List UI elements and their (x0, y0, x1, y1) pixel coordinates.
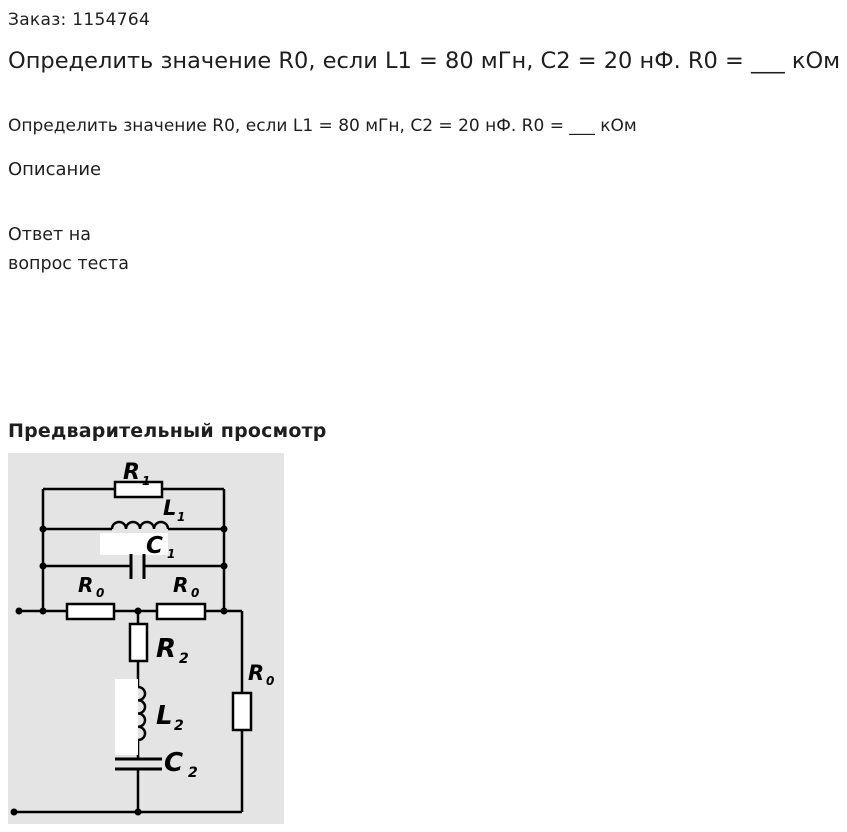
label-r0-left-sub: 0 (96, 586, 104, 600)
label-l1-sub: 1 (177, 510, 185, 524)
highlight-patch (100, 533, 168, 555)
page-title: Определить значение R0, если L1 = 80 мГн… (8, 48, 841, 74)
label-r2-sub: 2 (179, 651, 189, 667)
circuit-wires (14, 487, 244, 814)
label-l1: L (163, 496, 176, 520)
label-l2: L (156, 701, 173, 731)
label-r2: R (156, 634, 176, 664)
label-l2-sub: 2 (174, 718, 184, 734)
resistor-r0-right (155, 602, 207, 621)
label-c1-sub: 1 (167, 547, 175, 561)
label-c2-sub: 2 (188, 765, 198, 781)
preview-heading: Предварительный просмотр (8, 420, 327, 442)
label-r0-left: R (78, 573, 93, 597)
circuit-diagram: R 1 L 1 C 1 R 0 R 0 R 2 R 0 L 2 C 2 (10, 460, 274, 816)
resistor-r0-vertical (231, 691, 253, 732)
junction-dots (10, 525, 228, 816)
highlight-patch (115, 679, 138, 755)
order-number: Заказ: 1154764 (8, 10, 151, 30)
label-c2: C (164, 748, 183, 778)
label-r0-right: R (173, 573, 188, 597)
capacitor-c1 (129, 554, 146, 579)
answer-text: Ответ на вопрос теста (8, 225, 129, 274)
label-r0-right-sub: 0 (191, 586, 199, 600)
resistor-r0-left (65, 602, 116, 621)
circuit-preview-image: R 1 L 1 C 1 R 0 R 0 R 2 R 0 L 2 C 2 (8, 453, 284, 824)
label-r0-vertical-sub: 0 (266, 674, 274, 688)
capacitor-c2 (115, 757, 162, 771)
resistor-r2 (128, 622, 149, 663)
label-r0-vertical: R (248, 661, 264, 685)
description-label: Описание (8, 159, 102, 180)
inductor-l2 (137, 685, 147, 742)
label-r1-sub: 1 (142, 474, 150, 488)
question-text: Определить значение R0, если L1 = 80 мГн… (8, 116, 637, 136)
resistor-r1 (113, 480, 164, 499)
label-r1: R (123, 460, 140, 485)
label-c1: C (146, 533, 163, 559)
inductor-l1 (110, 520, 170, 530)
